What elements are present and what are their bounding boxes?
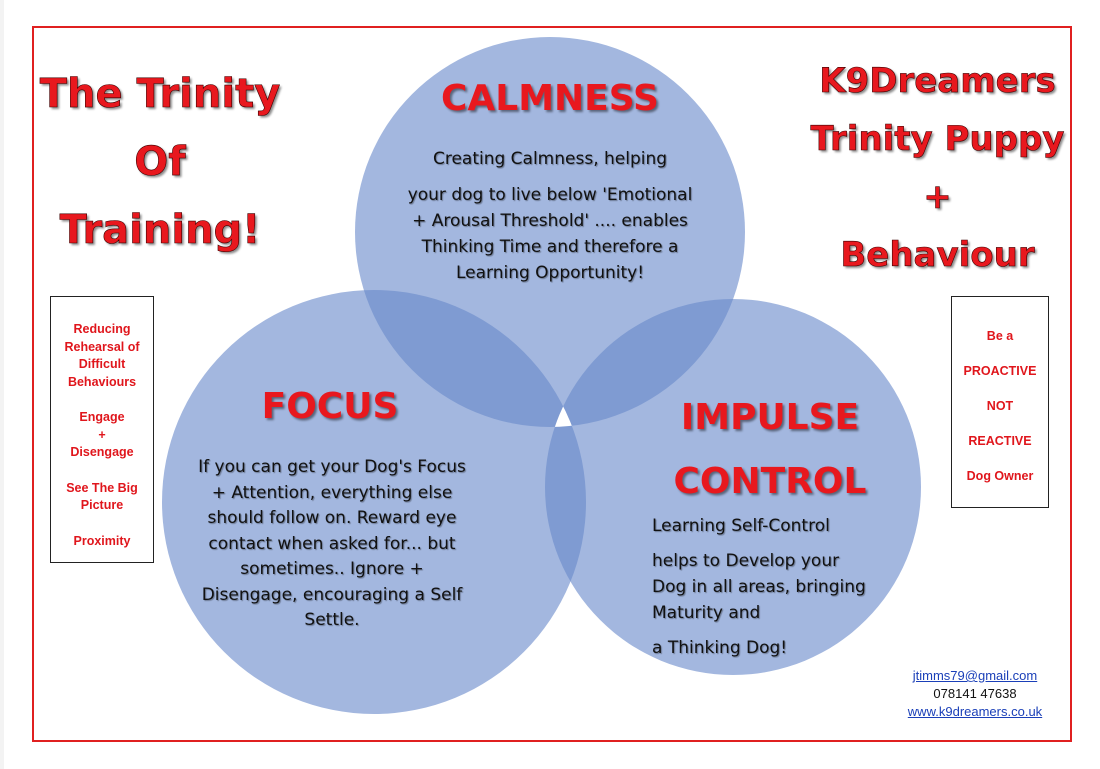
calm-focus-overlap (355, 290, 586, 427)
impulse-control-text: Learning Self-Control helps to Develop y… (652, 513, 872, 661)
left-box-item: Engage (79, 410, 125, 424)
impulse-text-line3: a Thinking Dog! (652, 638, 788, 658)
right-box-item: Be a (986, 329, 1014, 343)
website-link[interactable]: www.k9dreamers.co.uk (907, 704, 1043, 719)
focus-heading: FOCUS (261, 386, 399, 427)
right-box-item: PROACTIVE (963, 364, 1037, 378)
left-box-item: + (98, 427, 106, 442)
left-box-item: Reducing Rehearsal of Difficult Behaviou… (64, 322, 140, 389)
brand-title: K9Dreamers Trinity Puppy + Behaviour (810, 61, 1065, 276)
right-box-item: REACTIVE (968, 434, 1032, 448)
focus-text: If you can get your Dog's Focus + Attent… (198, 457, 466, 630)
left-info-box: Reducing Rehearsal of Difficult Behaviou… (50, 296, 154, 563)
right-box-item: NOT (986, 399, 1014, 413)
right-info-box: Be a PROACTIVE NOT REACTIVE Dog Owner (951, 296, 1049, 508)
left-box-item: Disengage (70, 445, 134, 459)
calmness-heading: CALMNESS (440, 78, 659, 119)
contact-block: jtimms79@gmail.com 078141 47638 www.k9dr… (880, 667, 1070, 721)
left-box-item: See The Big Picture (66, 480, 138, 513)
calmness-text-line1: Creating Calmness, helping (432, 149, 668, 169)
left-box-item: Proximity (73, 533, 131, 548)
email-link[interactable]: jtimms79@gmail.com (912, 668, 1038, 683)
calm-impulse-overlap (545, 299, 745, 427)
impulse-control-heading: IMPULSE CONTROL (673, 397, 867, 502)
impulse-text-line2: helps to Develop your Dog in all areas, … (652, 551, 866, 623)
trinity-title: The Trinity Of Training! (39, 71, 281, 254)
calmness-text: Creating Calmness, helping your dog to l… (400, 146, 700, 286)
right-box-item: Dog Owner (966, 469, 1034, 483)
calmness-text-body: your dog to live below 'Emotional + Arou… (407, 185, 693, 283)
phone-number: 078141 47638 (933, 686, 1017, 701)
impulse-text-line1: Learning Self-Control (652, 516, 830, 536)
red-border-frame (32, 26, 1072, 742)
